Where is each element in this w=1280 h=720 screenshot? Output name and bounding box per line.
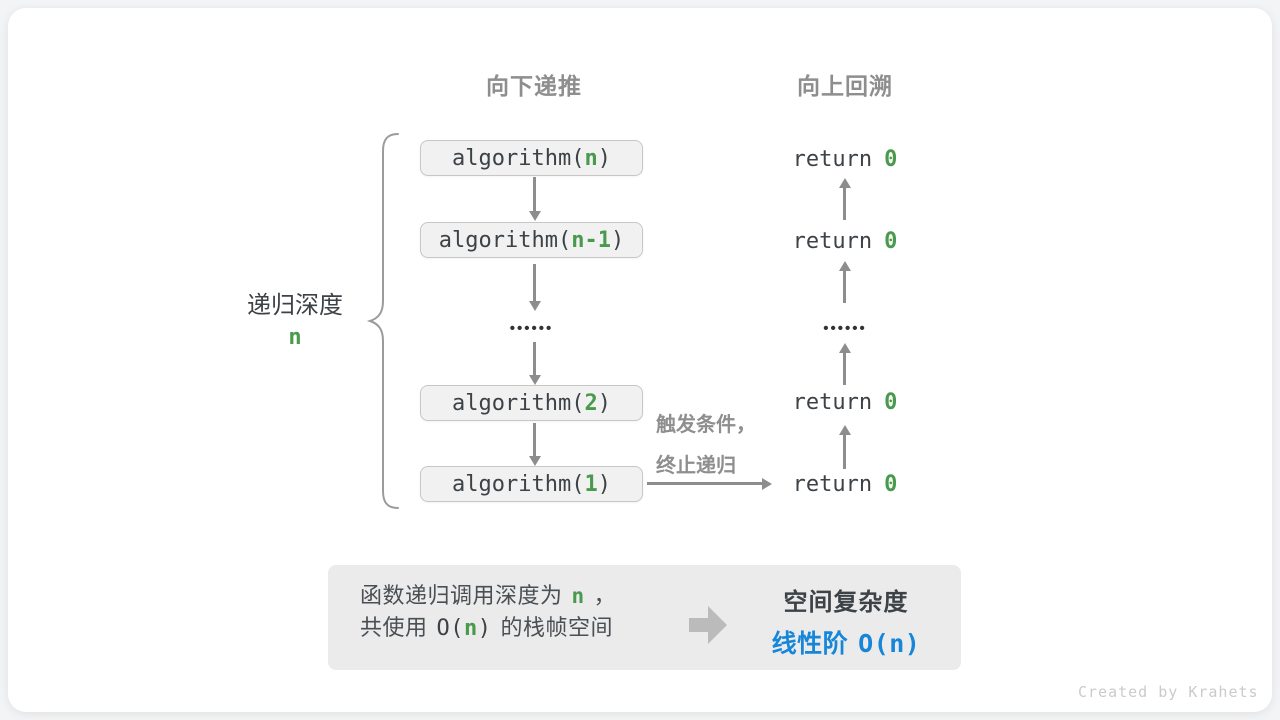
up-arrow-1 [838,178,851,220]
call-fn-name: algorithm( [452,145,585,171]
call-arg: n-1 [571,227,611,253]
summary-line2-suffix: 的栈帧空间 [500,615,614,640]
summary-line1-punct: ， [593,583,617,608]
terminate-note-line2: 终止递归 [656,455,736,477]
call-box-1: algorithm(1) [420,466,643,502]
result-arrow-icon [689,606,727,644]
return-keyword: return [792,229,873,254]
call-fn-name: algorithm( [452,390,585,416]
watermark: Created by Krahets [1078,683,1259,701]
return-keyword: return [792,390,873,415]
down-arrow-3 [528,342,541,385]
summary-line2-prefix: 共使用 [360,615,428,640]
return-keyword: return [792,147,873,172]
call-paren-close: ) [597,145,611,171]
summary-line1-text: 函数递归调用深度为 [360,583,563,608]
summary-box [328,565,961,670]
return-value: 0 [884,390,898,415]
call-arg: 2 [584,390,598,416]
call-fn-name: algorithm( [438,227,572,253]
return-statement-4: return 0 [758,472,932,498]
summary-line2-var: n [464,616,478,641]
result-big-o: O(n) [858,629,921,658]
call-paren-close: ) [610,227,625,253]
space-complexity-title: 空间复杂度 [783,589,909,616]
terminate-note: 触发条件， 终止递归 [656,405,786,487]
big-o-close: ) [477,616,492,641]
call-box-n: algorithm(n) [420,140,643,176]
diagram-card: 向下递推 向上回溯 递归深度 n algorithm(n) algorithm(… [8,8,1272,712]
up-arrow-4 [838,425,851,469]
call-paren-close: ) [597,471,611,497]
summary-line1-var: n [571,584,585,608]
call-arg: n [584,145,598,171]
return-keyword: return [792,472,873,497]
recursion-depth-value: n [288,325,302,350]
summary-line1: 函数递归调用深度为 n ， [360,580,616,612]
call-paren-close: ) [597,390,611,416]
space-complexity-result: 线性阶 O(n) [736,624,956,660]
return-value: 0 [884,229,898,254]
header-downward-recursion: 向下递推 [486,73,582,99]
ellipsis-left: •••••• [509,320,554,337]
call-box-2: algorithm(2) [420,385,643,421]
return-statement-1: return 0 [758,147,932,173]
return-statement-2: return 0 [758,229,932,255]
terminate-note-line1: 触发条件， [656,414,756,436]
summary-result: 空间复杂度 线性阶 O(n) [736,582,956,660]
ellipsis-right: •••••• [823,320,867,337]
terminate-arrow [647,477,772,490]
big-o-open: O( [436,616,465,641]
call-fn-name: algorithm( [452,471,585,497]
call-arg: 1 [584,471,598,497]
up-arrow-3 [838,343,851,385]
down-arrow-1 [528,177,541,221]
up-arrow-2 [838,261,851,303]
down-arrow-2 [528,264,541,311]
return-statement-3: return 0 [758,390,932,416]
result-order-label: 线性阶 [771,630,849,658]
call-box-n-1: algorithm(n-1) [420,222,643,258]
return-value: 0 [884,472,898,497]
down-arrow-4 [528,423,541,466]
return-value: 0 [884,147,898,172]
header-upward-backtrack: 向上回溯 [797,73,893,99]
recursion-depth-label: 递归深度 [247,292,343,319]
summary-line2: 共使用 O(n) 的栈帧空间 [360,612,616,645]
depth-brace-icon [366,133,399,509]
